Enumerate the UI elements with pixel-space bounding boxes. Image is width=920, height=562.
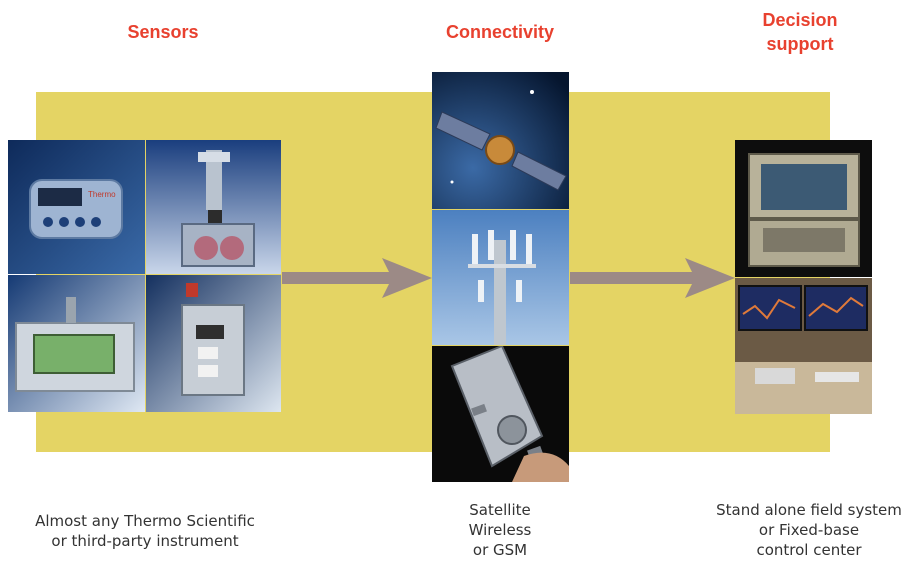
connectivity-caption-line-1: Satellite [469, 501, 531, 519]
cell-tower-photo [432, 210, 569, 345]
satellite-photo [432, 72, 569, 209]
decision-caption-line-1: Stand alone field system [716, 501, 902, 519]
arrow-connectivity-to-decision [570, 258, 735, 298]
decision-support-heading: Decision support [740, 8, 860, 56]
arrow-sensors-to-connectivity [282, 258, 432, 298]
sensors-heading: Sensors [108, 20, 218, 44]
decision-caption-line-3: control center [756, 541, 862, 559]
control-center-photo [735, 278, 872, 414]
decision-heading-line-1: Decision [762, 10, 838, 30]
mobile-phone-photo [432, 346, 569, 482]
sensors-caption-line-2: or third-party instrument [51, 532, 239, 550]
decision-support-caption: Stand alone field system or Fixed-base c… [700, 500, 918, 560]
sensors-heading-text: Sensors [127, 22, 199, 42]
portable-monitor-photo: Thermo [8, 140, 145, 274]
decision-heading-line-2: support [766, 34, 834, 54]
connectivity-heading: Connectivity [430, 20, 570, 44]
connectivity-caption-line-3: or GSM [472, 541, 528, 559]
sensors-caption: Almost any Thermo Scientific or third-pa… [10, 511, 280, 551]
wall-mounted-monitor-photo [146, 275, 281, 412]
instrument-brand-label: Thermo [88, 190, 116, 199]
decision-caption-line-2: or Fixed-base [758, 521, 860, 539]
sensors-caption-line-1: Almost any Thermo Scientific [35, 512, 255, 530]
display-analyzer-photo [8, 275, 145, 412]
field-system-photo [735, 140, 872, 277]
sampler-photo [146, 140, 281, 274]
connectivity-heading-text: Connectivity [445, 22, 555, 42]
connectivity-caption-line-2: Wireless [468, 521, 532, 539]
connectivity-caption: Satellite Wireless or GSM [430, 500, 570, 560]
